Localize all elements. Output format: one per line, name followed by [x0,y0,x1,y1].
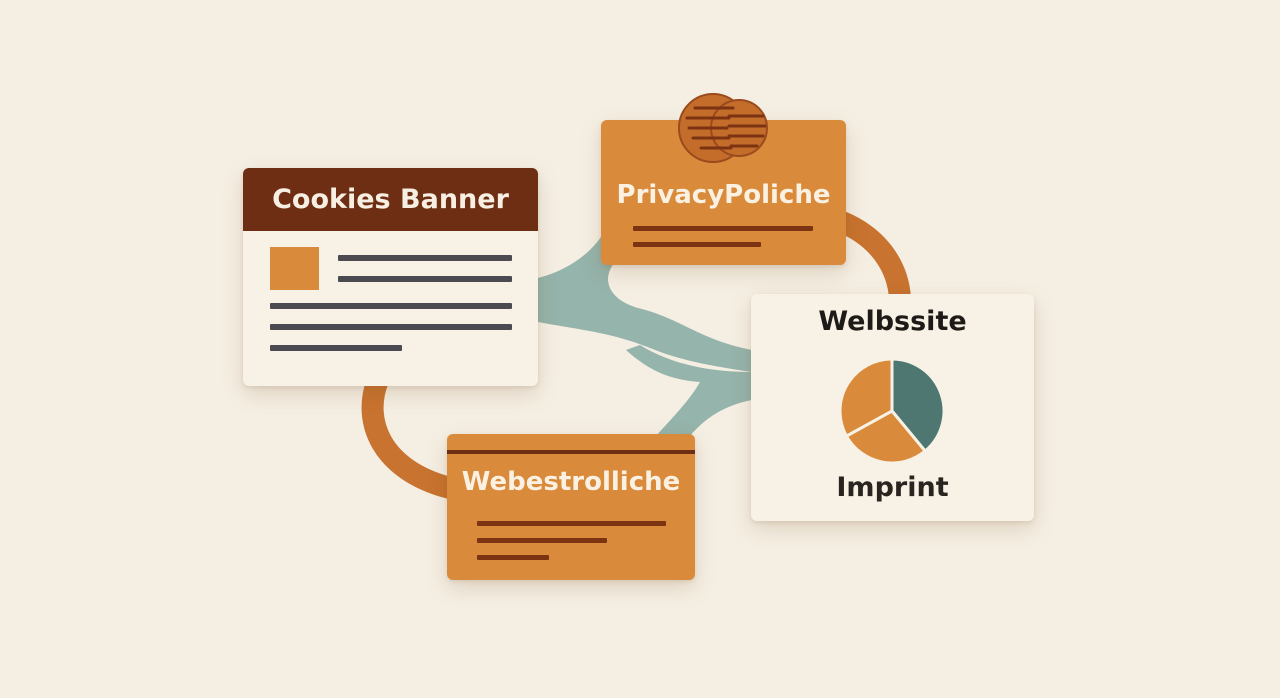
privacy-policy-title: PrivacyPoliche [616,180,831,210]
webestrolliche-title: Webestrolliche [461,467,681,497]
connector-orange-right [831,211,911,309]
privacy-policy-card: PrivacyPoliche [601,93,846,265]
overlapping-circles-stripes-icon [678,93,768,163]
connector-teal-lower [626,345,752,436]
cookies-banner-title: Cookies Banner [243,168,538,231]
text-line [338,276,512,282]
pie-chart-icon [838,357,946,465]
text-line [270,345,402,351]
webestrolliche-card: Webestrolliche [447,434,695,580]
text-line [338,255,512,261]
website-title: Welbssite [818,306,967,337]
pie-slice-2 [844,409,928,465]
connector-teal-upper [538,230,752,372]
text-line [477,521,666,526]
text-line [270,324,512,330]
text-line [270,303,512,309]
text-line [633,242,761,247]
text-line [477,555,549,560]
connector-orange-left [361,369,461,499]
cookies-banner-card: Cookies Banner [243,168,538,386]
image-placeholder-icon [270,247,319,290]
pie-slice-1 [890,357,946,454]
text-line [633,226,813,231]
imprint-label: Imprint [836,472,949,503]
pie-slice-3 [838,357,894,439]
website-card: Welbssite Imprint [751,294,1034,521]
text-line [477,538,607,543]
divider [447,450,695,454]
